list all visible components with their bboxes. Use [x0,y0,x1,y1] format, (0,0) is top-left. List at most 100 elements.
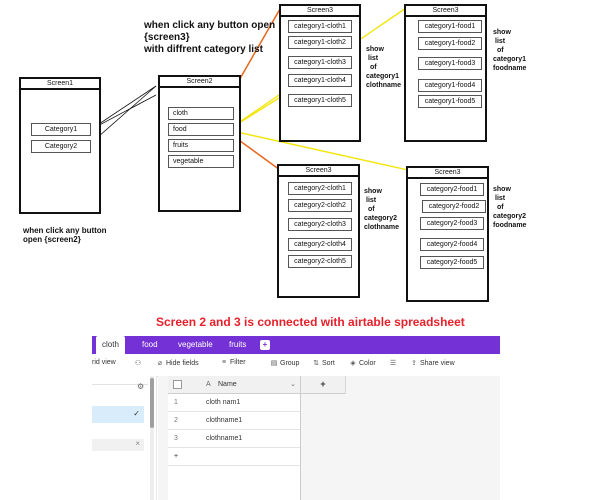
table-row[interactable]: 3 clothname1 [168,430,300,448]
airtable-toolbar: rid view ⚇ ⌀Hide fields ≡Filter ▤Group ⇅… [92,354,500,377]
close-icon[interactable]: × [135,439,140,448]
share-view-button[interactable]: ⇪Share view [410,359,455,367]
caption-line: show [366,46,384,53]
flow-heading: when click any button open {screen3} wit… [144,20,275,56]
screen3-food1-frame: Screen3 category1-food1 category1-food2 … [404,4,487,142]
category2-button[interactable]: Category2 [31,140,91,153]
color-button[interactable]: ◈Color [349,359,375,367]
scrollbar-thumb[interactable] [150,378,154,428]
fruits-button[interactable]: fruits [168,139,234,152]
category1-cloth2-button[interactable]: category1-cloth2 [288,36,352,49]
screen1-title: Screen1 [21,79,99,90]
caption-line: foodname [493,65,527,72]
sidebar-search-field[interactable]: × [92,439,144,451]
food1-list-caption: show list of category1 foodname [493,28,526,73]
filter-button[interactable]: ≡Filter [220,359,246,366]
grid-records: A Name ⌄ 1 cloth nam1 2 clothname1 3 clo… [168,376,301,500]
group-button[interactable]: ▤Group [270,359,300,367]
view-name[interactable]: rid view [92,359,116,366]
scrollbar-track[interactable] [150,376,154,500]
category2-food3-button[interactable]: category2-food3 [420,217,484,230]
caption-line: category2 [493,213,527,220]
screen3-cloth1-frame: Screen3 category1-cloth1 category1-cloth… [279,4,361,142]
tab-cloth[interactable]: cloth [96,336,125,354]
category2-food2-button[interactable]: category2-food2 [422,200,486,213]
check-icon: ✓ [133,409,140,418]
tab-food[interactable]: food [142,340,158,349]
column-header-name[interactable]: Name [218,381,237,388]
screen1-frame: Screen1 Category1 Category2 [19,77,101,214]
row-number: 2 [174,417,178,424]
grid-area: A Name ⌄ 1 cloth nam1 2 clothname1 3 clo… [158,376,500,500]
category1-cloth1-button[interactable]: category1-cloth1 [288,20,352,33]
category2-cloth3-button[interactable]: category2-cloth3 [288,218,352,231]
table-row[interactable]: 1 cloth nam1 [168,394,300,412]
category1-cloth5-button[interactable]: category1-cloth5 [288,94,352,107]
views-sidebar: ⚙ ✓ × [92,376,157,500]
hide-fields-button[interactable]: ⌀Hide fields [156,359,199,367]
heading-line: {screen3} [144,32,190,43]
category2-food1-button[interactable]: category2-food1 [420,183,484,196]
screen1-caption: when click any button open {screen2} [23,226,107,244]
caption-line: foodname [493,222,527,229]
screen3-food2-frame: Screen3 category2-food1 category2-food2 … [406,166,489,302]
food2-list-caption: show list of category2 foodname [493,185,526,230]
cell-name[interactable]: cloth nam1 [206,399,241,406]
row-height-icon[interactable]: ☰ [389,360,397,367]
add-row-label: + [174,453,179,460]
tab-fruits[interactable]: fruits [229,340,247,349]
sort-button[interactable]: ⇅Sort [312,359,335,367]
screen3-title: Screen3 [281,6,359,17]
caption-line: of [370,64,377,71]
add-row-button[interactable]: + [168,448,300,466]
share-icon: ⇪ [411,360,417,367]
category1-cloth4-button[interactable]: category1-cloth4 [288,74,352,87]
sidebar-item-grid-view[interactable]: ✓ [92,406,144,423]
airtable-caption: Screen 2 and 3 is connected with airtabl… [156,315,465,329]
cloth-button[interactable]: cloth [168,107,234,120]
sort-label: Sort [322,360,335,367]
category1-food4-button[interactable]: category1-food4 [418,79,482,92]
caption-line: when click any button [23,226,107,235]
vegetable-button[interactable]: vegetable [168,155,234,168]
food-button[interactable]: food [168,123,234,136]
category1-food2-button[interactable]: category1-food2 [418,37,482,50]
group-icon: ▤ [270,360,278,367]
category2-cloth1-button[interactable]: category2-cloth1 [288,182,352,195]
airtable-tab-bar: cloth food vegetable fruits + [92,336,500,354]
collaborators-icon[interactable]: ⚇ [134,360,142,367]
category2-food5-button[interactable]: category2-food5 [420,256,484,269]
screen3-title: Screen3 [406,6,485,17]
caption-line: show [493,29,511,36]
category1-food5-button[interactable]: category1-food5 [418,95,482,108]
category1-food3-button[interactable]: category1-food3 [418,57,482,70]
cloth1-list-caption: show list of category1 clothname [366,45,401,90]
caption-line: category2 [364,215,398,222]
gear-icon[interactable]: ⚙ [137,382,145,391]
add-column-button[interactable]: + [301,376,346,394]
cell-name[interactable]: clothname1 [206,435,243,442]
chevron-down-icon[interactable]: ⌄ [290,381,296,388]
cell-name[interactable]: clothname1 [206,417,243,424]
caption-line: category1 [493,56,527,63]
filter-icon: ≡ [221,359,227,366]
table-row[interactable]: 2 clothname1 [168,412,300,430]
heading-line: when click any button open [144,20,276,31]
caption-line: show [493,186,511,193]
category2-cloth4-button[interactable]: category2-cloth4 [288,238,352,251]
sort-icon: ⇅ [313,360,319,367]
category2-cloth5-button[interactable]: category2-cloth5 [288,255,352,268]
category1-cloth3-button[interactable]: category1-cloth3 [288,56,352,69]
caption-line: clothname [366,82,402,89]
heading-line: with diffrent category list [144,44,263,55]
select-all-checkbox[interactable] [173,380,182,389]
category1-food1-button[interactable]: category1-food1 [418,20,482,33]
eye-off-icon: ⌀ [157,360,163,367]
category1-button[interactable]: Category1 [31,123,91,136]
category2-cloth2-button[interactable]: category2-cloth2 [288,199,352,212]
category2-food4-button[interactable]: category2-food4 [420,238,484,251]
caption-line: list [495,38,506,45]
row-number: 3 [174,435,178,442]
tab-vegetable[interactable]: vegetable [178,340,213,349]
add-tab-button[interactable]: + [260,340,270,350]
